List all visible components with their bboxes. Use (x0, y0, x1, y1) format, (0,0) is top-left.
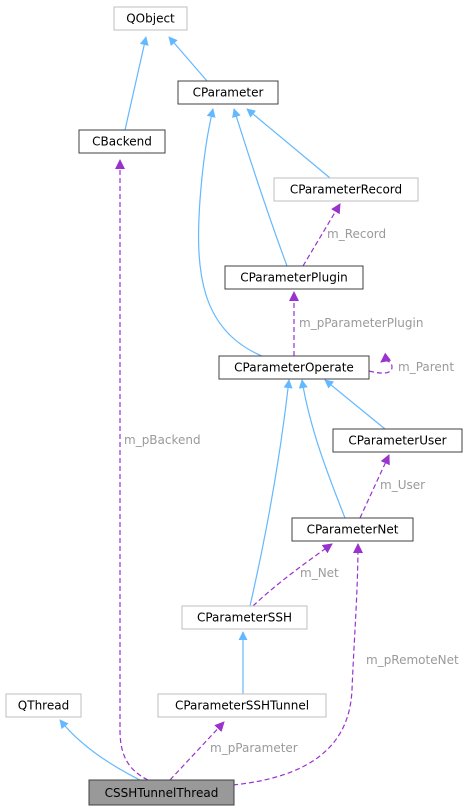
class-node-label: CParameterSSH (197, 611, 292, 625)
class-node-label: CBackend (92, 135, 152, 149)
nodes-layer: QObject CParameter CBackend CParameterRe… (5, 6, 463, 806)
edge-cparameter-qobject (168, 36, 208, 82)
edge-thread-qthread (59, 719, 141, 781)
class-node-label: CParameterPlugin (240, 271, 348, 285)
edge-record-cparameter (246, 108, 331, 179)
edge-label-m-premotenet: m_pRemoteNet (366, 653, 459, 667)
edge-user-operate (324, 379, 386, 430)
edge-label-m-parent: m_Parent (398, 360, 454, 374)
class-node-cparametersshtunnel[interactable]: CParameterSSHTunnel (157, 693, 327, 718)
class-node-label: CParameterSSHTunnel (175, 699, 309, 713)
class-node-cparameternet[interactable]: CParameterNet (291, 517, 414, 542)
edge-ssh-net (252, 543, 333, 607)
edge-thread-backend (115, 159, 149, 781)
edge-operate-self (368, 352, 393, 374)
edge-operate-cparameter (197, 108, 263, 357)
edge-labels-layer: m_Record m_pParameterPlugin m_Parent m_U… (124, 227, 459, 755)
edge-label-m-pparameter: m_pParameter (210, 741, 298, 755)
edge-label-m-user: m_User (380, 478, 425, 492)
edge-plugin-record (302, 203, 341, 267)
class-node-cparameterrecord[interactable]: CParameterRecord (273, 177, 419, 202)
class-node-label: CParameterOperate (234, 361, 354, 375)
edge-plugin-cparameter (232, 108, 288, 267)
class-node-label: CParameterUser (348, 434, 446, 448)
class-node-cparameterplugin[interactable]: CParameterPlugin (224, 265, 364, 290)
class-node-qthread[interactable]: QThread (5, 693, 82, 718)
edge-label-m-pbackend: m_pBackend (124, 433, 201, 447)
edge-label-m-net: m_Net (300, 566, 339, 580)
edge-net-user (359, 454, 390, 519)
edge-label-m-pparameterplugin: m_pParameterPlugin (299, 316, 423, 330)
edge-net-operate (298, 379, 346, 519)
class-node-cparameteruser[interactable]: CParameterUser (332, 428, 463, 453)
class-node-qobject[interactable]: QObject (113, 6, 188, 31)
class-node-label: QThread (18, 699, 69, 713)
class-node-cbackend[interactable]: CBackend (78, 129, 166, 154)
edge-label-m-record: m_Record (327, 227, 386, 241)
class-node-label: CParameterRecord (290, 183, 402, 197)
class-node-csshtunnelthread[interactable]: CSSHTunnelThread (88, 779, 235, 806)
class-node-cparameterssh[interactable]: CParameterSSH (181, 605, 308, 630)
edges-layer (59, 36, 393, 786)
edge-thread-net (232, 543, 363, 786)
edge-ssh-operate (249, 379, 293, 607)
class-node-cparameteroperate[interactable]: CParameterOperate (218, 355, 370, 380)
class-node-cparameter[interactable]: CParameter (177, 80, 279, 105)
edge-cbackend-qobject (124, 36, 149, 131)
class-node-label: QObject (126, 12, 175, 26)
class-node-label: CParameter (193, 86, 264, 100)
edge-thread-tunnel (169, 721, 225, 781)
class-node-label: CSSHTunnelThread (105, 786, 219, 800)
class-node-label: CParameterNet (307, 523, 399, 537)
